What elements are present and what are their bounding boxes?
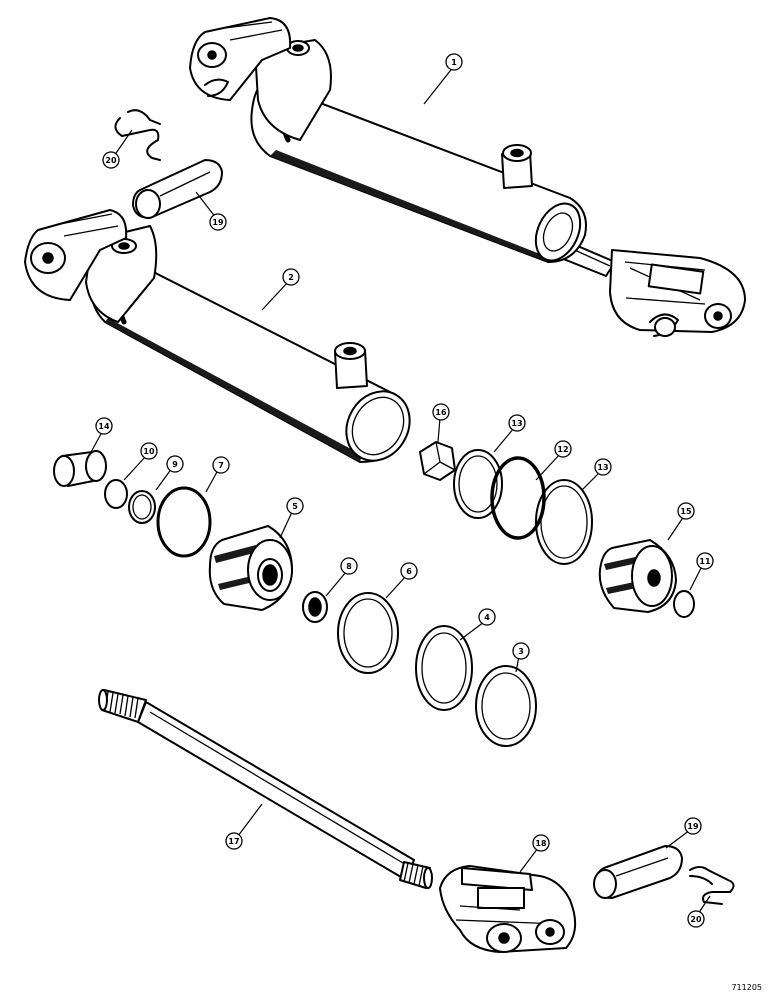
- o-ring-12: [490, 456, 546, 540]
- callout-9: 9: [166, 455, 184, 473]
- callout-20-top: 20: [102, 151, 120, 169]
- callout-7: 7: [212, 456, 230, 474]
- callout-18: 18: [532, 834, 550, 852]
- callout-14-label: 14: [98, 422, 110, 431]
- ring-3: [475, 665, 537, 747]
- ring-13-a: [453, 449, 503, 519]
- callout-14: 14: [95, 417, 113, 435]
- wiper-8: [302, 591, 328, 623]
- piston: [598, 539, 677, 613]
- callout-4-label: 4: [484, 613, 490, 622]
- callout-9-label: 9: [172, 460, 178, 469]
- callout-16-label: 16: [435, 408, 447, 417]
- callout-19-bottom: 19: [684, 817, 702, 835]
- callout-3-label: 3: [518, 647, 524, 656]
- callout-1-label: 1: [451, 58, 457, 67]
- callout-5: 5: [286, 497, 304, 515]
- piston-rod: [98, 689, 433, 889]
- callout-17-label: 17: [228, 837, 239, 846]
- callout-6-label: 6: [406, 567, 412, 576]
- callout-19-bottom-label: 19: [687, 822, 699, 831]
- bushing: [53, 450, 107, 487]
- assembled-cylinder: [189, 17, 746, 337]
- leader-lines: [89, 65, 711, 915]
- ring-13-b: [535, 479, 593, 565]
- gland: [208, 525, 293, 611]
- callout-17: 17: [225, 832, 243, 850]
- callout-10-label: 10: [143, 447, 155, 456]
- callout-8-label: 8: [346, 562, 352, 571]
- callouts: 1 2 3 4 5 6 7 8 9 10 11 12 13 13 14 15 1…: [95, 53, 714, 928]
- o-ring-11: [673, 590, 695, 618]
- o-ring-10: [104, 479, 128, 509]
- callout-10: 10: [140, 442, 158, 460]
- callout-15: 15: [677, 502, 695, 520]
- clip-bottom: [689, 866, 735, 905]
- figure-reference: 711205: [731, 983, 762, 992]
- callout-2: 2: [282, 268, 300, 286]
- callout-19-top-label: 19: [212, 218, 224, 227]
- callout-1: 1: [445, 53, 463, 71]
- ring-6: [337, 592, 399, 674]
- callout-13-a-label: 13: [511, 419, 522, 428]
- callout-12-label: 12: [557, 445, 568, 454]
- callout-2-label: 2: [288, 273, 294, 282]
- callout-11: 11: [696, 552, 714, 570]
- callout-3: 3: [512, 642, 530, 660]
- backup-ring-9: [128, 490, 156, 524]
- callout-8: 8: [340, 557, 358, 575]
- callout-13-a: 13: [508, 414, 526, 432]
- o-ring-7: [156, 486, 212, 558]
- callout-20-bottom-label: 20: [690, 915, 702, 924]
- callout-12: 12: [554, 440, 572, 458]
- callout-13-b-label: 13: [597, 463, 608, 472]
- callout-13-b: 13: [594, 458, 612, 476]
- callout-7-label: 7: [218, 461, 224, 470]
- callout-20-top-label: 20: [105, 156, 117, 165]
- callout-5-label: 5: [292, 502, 298, 511]
- callout-18-label: 18: [535, 839, 547, 848]
- callout-20-bottom: 20: [687, 910, 705, 928]
- callout-6: 6: [400, 562, 418, 580]
- callout-11-label: 11: [699, 557, 711, 566]
- rod-clevis: [439, 865, 577, 953]
- barrel: [24, 209, 411, 463]
- pin-top: [132, 159, 223, 219]
- pin-bottom: [593, 845, 683, 899]
- callout-4: 4: [478, 608, 496, 626]
- callout-19-top: 19: [209, 213, 227, 231]
- callout-15-label: 15: [680, 507, 692, 516]
- clip-top: [114, 109, 161, 161]
- ring-4: [415, 625, 473, 711]
- callout-16: 16: [432, 403, 450, 421]
- nut: [419, 441, 456, 481]
